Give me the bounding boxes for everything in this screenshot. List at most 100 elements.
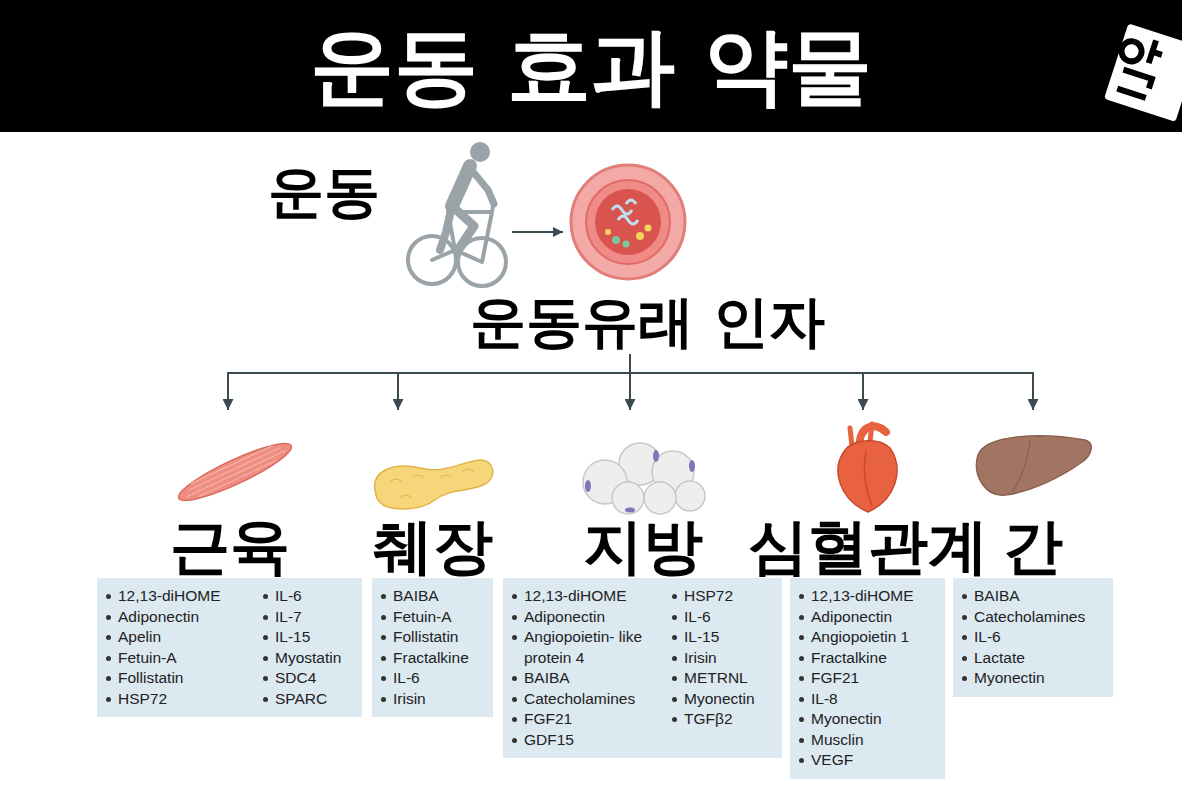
factor-item: SPARC [261,689,341,710]
factor-item: Lactate [960,648,1085,669]
fat-cell [644,482,676,514]
organ-name: 지방 [503,514,782,578]
factor-item: IL-15 [670,627,755,648]
list-column: HSP72IL-6IL-15IrisinMETRNLMyonectinTGFβ2 [670,586,755,750]
organ-group: 췌장 BAIBAFetuin-AFollistatinFractalkineIL-… [372,410,493,717]
factor-item: TGFβ2 [670,709,755,730]
rider-torso [452,166,470,206]
list-column: 12,13-diHOMEAdiponectinApelinFetuin-AFol… [104,586,261,709]
factor-item: BAIBA [960,586,1085,607]
factor-item: Catecholamines [510,689,670,710]
factor-dot [612,236,620,244]
factor-item: IL-8 [797,689,914,710]
factor-list: 12,13-diHOMEAdiponectinApelinFetuin-AFol… [97,578,362,717]
logo-frame [1101,20,1182,125]
fat-cell [612,482,644,514]
factor-item: SDC4 [261,668,341,689]
factor-item: Irisin [670,648,755,669]
branch-arrow [228,354,630,410]
logo-badge [1101,20,1182,125]
factor-item: Adiponectin [510,607,670,628]
factor-item: IL-6 [960,627,1085,648]
factor-item: Fractalkine [797,648,914,669]
pancreas-body [375,460,493,509]
factor-item: Fractalkine [379,648,469,669]
factor-dot [636,232,644,240]
factor-list: 12,13-diHOMEAdiponectinAngiopoietin- lik… [503,578,782,758]
factor-item: Follistatin [104,668,261,689]
list-column: BAIBACatecholaminesIL-6LactateMyonectin [960,586,1085,689]
factor-item: Musclin [797,730,914,751]
liver-icon [977,436,1092,495]
factor-squiggle [612,200,638,224]
factor-item: METRNL [670,668,755,689]
muscle-fibre [182,442,288,502]
factor-item: Fetuin-A [104,648,261,669]
rider-head [470,142,490,162]
flow-arrow [512,231,563,233]
factor-item: Fetuin-A [379,607,469,628]
factor-item: IL-6 [670,607,755,628]
factor-item: BAIBA [510,668,670,689]
list-column: 12,13-diHOMEAdiponectinAngiopoietin 1Fra… [797,586,914,771]
factor-item: IL-7 [261,607,341,628]
factor-item: Myostatin [261,648,341,669]
factor-list: 12,13-diHOMEAdiponectinAngiopoietin 1Fra… [790,578,945,779]
factor-item: VEGF [797,750,914,771]
logo-mark [1110,31,1166,99]
factor-item: Myonectin [797,709,914,730]
list-column: 12,13-diHOMEAdiponectinAngiopoietin- lik… [510,586,670,750]
bike-frame [432,200,494,262]
organ-group: 지방 12,13-diHOMEAdiponectinAngiopoietin- l… [503,410,782,758]
pancreas-icon [375,460,493,509]
fat-icon [583,443,705,514]
branch-arrow [398,354,630,410]
factor-item: FGF21 [797,668,914,689]
heart-icon [838,424,897,512]
vessel-lumen [595,189,661,255]
title-text: 운동 효과 약물 [0,0,1182,132]
factor-item: Angiopoietin- like protein 4 [510,627,670,668]
title-holder: 운동 효과 약물 [0,0,1182,132]
factor-dot [605,229,611,235]
organ-group: 근육 12,13-diHOMEAdiponectinApelinFetuin-AF… [97,410,362,717]
factor-item: GDF15 [510,730,670,751]
factor-item: Catecholamines [960,607,1085,628]
factor-item: HSP72 [670,586,755,607]
list-column: IL-6IL-7IL-15MyostatinSDC4SPARC [261,586,341,709]
factor-item: Apelin [104,627,261,648]
cyclist [408,142,506,286]
fat-nucleus [585,480,591,492]
factor-dot [623,241,630,248]
factor-item: FGF21 [510,709,670,730]
factor-item: Myonectin [670,689,755,710]
organ-name: 근육 [97,514,362,578]
fat-cell [675,481,705,511]
factor-item: IL-6 [261,586,341,607]
factor-dot [645,225,652,232]
branch-arrow [630,354,1033,410]
muscle-icon [174,435,297,509]
section-label: 운동 [268,159,380,224]
factor-item: Myonectin [960,668,1085,689]
factor-list: BAIBACatecholaminesIL-6LactateMyonectin [953,578,1113,697]
rider-leg [440,206,452,250]
heart-groove [864,452,872,506]
organ-group: 심혈관계 12,13-diHOMEAdiponectinAngiopoietin … [790,410,945,779]
factor-item: 12,13-diHOME [104,586,261,607]
fat-nucleus [625,508,635,513]
liver-lobe-line [1012,440,1030,492]
organ-name: 심혈관계 [790,514,945,578]
factor-item: Irisin [379,689,469,710]
factor-item: Follistatin [379,627,469,648]
factor-item: Adiponectin [797,607,914,628]
list-column: BAIBAFetuin-AFollistatinFractalkineIL-6I… [379,586,469,709]
liver-body [977,436,1092,495]
organ-name: 췌장 [372,514,493,578]
label-holder: 운동 [268,160,380,224]
factor-item: IL-15 [261,627,341,648]
blood-vessel [571,165,685,279]
factor-item: Angiopoietin 1 [797,627,914,648]
